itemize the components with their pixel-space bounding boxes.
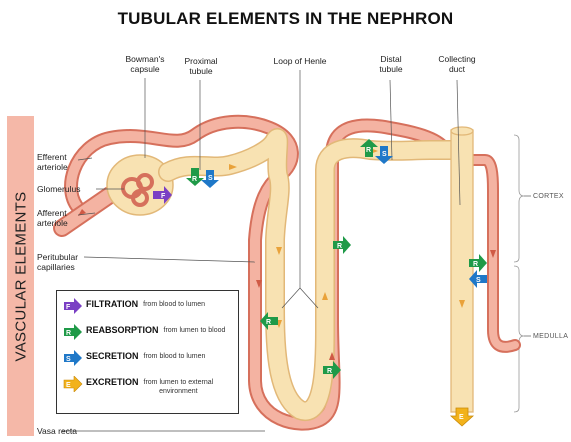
label-efferent-arteriole: Efferent arteriole	[37, 152, 82, 172]
label-glomerulus: Glomerulus	[37, 184, 97, 194]
label-distal-tubule: Distal tubule	[370, 54, 412, 74]
svg-text:S: S	[208, 175, 213, 182]
legend-desc: from lumen to blood	[164, 324, 226, 335]
svg-text:S: S	[476, 277, 481, 284]
legend-desc: from blood to lumen	[144, 350, 206, 361]
svg-text:E: E	[66, 382, 71, 389]
legend-item-excretion: E EXCRETION from lumen to external envir…	[63, 376, 213, 394]
svg-text:R: R	[66, 330, 71, 337]
legend-desc: from blood to lumen	[143, 298, 205, 309]
label-loop-of-henle: Loop of Henle	[265, 56, 335, 66]
svg-text:S: S	[66, 356, 71, 363]
svg-text:R: R	[366, 147, 371, 154]
svg-text:R: R	[192, 176, 197, 183]
svg-text:S: S	[382, 151, 387, 158]
svg-text:E: E	[459, 414, 464, 421]
legend-box: F FILTRATION from blood to lumen R REABS…	[56, 290, 239, 414]
svg-text:R: R	[266, 319, 271, 326]
svg-text:R: R	[473, 261, 478, 268]
legend-term: SECRETION	[86, 350, 139, 362]
filtration-arrow-icon: F	[63, 298, 83, 314]
svg-text:R: R	[327, 368, 332, 375]
legend-term: FILTRATION	[86, 298, 138, 310]
svg-text:R: R	[337, 243, 342, 250]
legend-term: EXCRETION	[86, 376, 139, 388]
cortex-bracket	[514, 135, 524, 262]
legend-item-reabsorption: R REABSORPTION from lumen to blood	[63, 324, 225, 342]
svg-text:F: F	[161, 193, 166, 200]
secretion-arrow-icon: S	[63, 350, 83, 366]
label-collecting-duct: Collecting duct	[428, 54, 486, 74]
label-peritubular-capillaries: Peritubular capillaries	[37, 252, 92, 272]
legend-item-secretion: S SECRETION from blood to lumen	[63, 350, 205, 368]
flow-arrows	[229, 148, 465, 328]
legend-item-filtration: F FILTRATION from blood to lumen	[63, 298, 205, 316]
svg-text:F: F	[66, 304, 71, 311]
legend-term: REABSORPTION	[86, 324, 159, 336]
reabsorption-arrow-icon: R	[63, 324, 83, 340]
label-bowmans-capsule: Bowman's capsule	[118, 54, 172, 74]
medulla-bracket	[514, 266, 524, 412]
label-proximal-tubule: Proximal tubule	[176, 56, 226, 76]
excretion-arrow-icon: E	[63, 376, 83, 392]
label-vasa-recta: Vasa recta	[37, 426, 82, 436]
legend-desc: from lumen to external environment	[144, 376, 214, 396]
label-afferent-arteriole: Afferent arteriole	[37, 208, 82, 228]
label-cortex: CORTEX	[533, 192, 571, 202]
label-medulla: MEDULLA	[533, 332, 571, 342]
